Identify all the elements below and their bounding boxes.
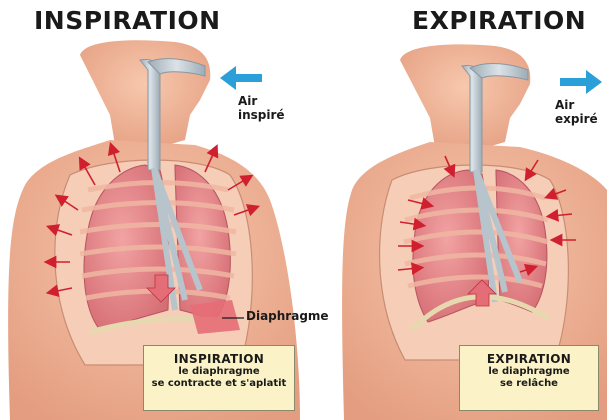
- diaphragm-label: Diaphragme: [246, 309, 329, 323]
- box-line: le diaphragme: [144, 366, 294, 378]
- head-right: [400, 44, 530, 152]
- exhale-arrow: [560, 70, 602, 94]
- air-label-expire: expiré: [555, 112, 598, 126]
- box-title: INSPIRATION: [144, 352, 294, 366]
- inspiration-info-box: INSPIRATION le diaphragme se contracte e…: [143, 345, 295, 411]
- box-title: EXPIRATION: [460, 352, 598, 366]
- box-line: se relâche: [460, 378, 598, 390]
- air-label-word: Air: [555, 98, 598, 112]
- inhale-arrow: [220, 66, 262, 90]
- expiration-info-box: EXPIRATION le diaphragme se relâche: [459, 345, 599, 411]
- air-label-word: Air: [238, 94, 285, 108]
- head-left: [80, 40, 210, 150]
- air-label-inspire: inspiré: [238, 108, 285, 122]
- air-inhaled-label: Air inspiré: [238, 94, 285, 122]
- box-line: le diaphragme: [460, 366, 598, 378]
- air-exhaled-label: Air expiré: [555, 98, 598, 126]
- box-line: se contracte et s'aplatit: [144, 378, 294, 390]
